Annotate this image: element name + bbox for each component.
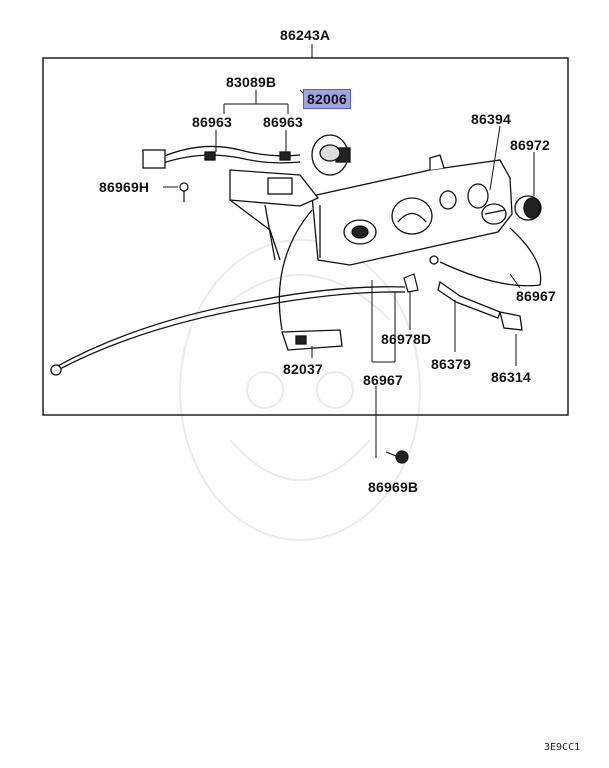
- screw-86969H: [179, 182, 189, 202]
- part-83089B-label[interactable]: 83089B: [226, 74, 277, 90]
- part-86379-label[interactable]: 86379: [431, 356, 471, 372]
- part-86969B-label[interactable]: 86969B: [368, 479, 419, 495]
- wiring-harness: [142, 145, 320, 261]
- part-86967-bottom-label[interactable]: 86967: [363, 372, 403, 388]
- control-knobs: [343, 183, 507, 245]
- blower-switch-82006: [311, 134, 351, 176]
- lever-86379: [437, 280, 523, 331]
- assembly-frame: [42, 57, 569, 416]
- part-86314-label[interactable]: 86314: [491, 369, 531, 385]
- part-86394-label[interactable]: 86394: [471, 111, 511, 127]
- control-cables: [50, 209, 542, 376]
- part-82006-label[interactable]: 82006: [303, 89, 351, 109]
- footer-code: 3E9CC1: [544, 742, 581, 753]
- clip-86978D: [403, 273, 419, 293]
- assembly-label: 86243A: [280, 27, 331, 43]
- leader-lines: [163, 89, 535, 458]
- screw-86969B: [385, 450, 409, 464]
- part-86963-left-label[interactable]: 86963: [192, 114, 232, 130]
- part-86972-label[interactable]: 86972: [510, 137, 550, 153]
- part-82037-label[interactable]: 82037: [283, 361, 323, 377]
- knob-86972: [514, 195, 542, 221]
- part-86967-right-label[interactable]: 86967: [516, 288, 556, 304]
- bracket-82037: [281, 329, 343, 351]
- part-86963-right-label[interactable]: 86963: [263, 114, 303, 130]
- part-86969H-label[interactable]: 86969H: [99, 179, 150, 195]
- part-86978D-label[interactable]: 86978D: [381, 331, 432, 347]
- watermark-emblem: [179, 239, 421, 541]
